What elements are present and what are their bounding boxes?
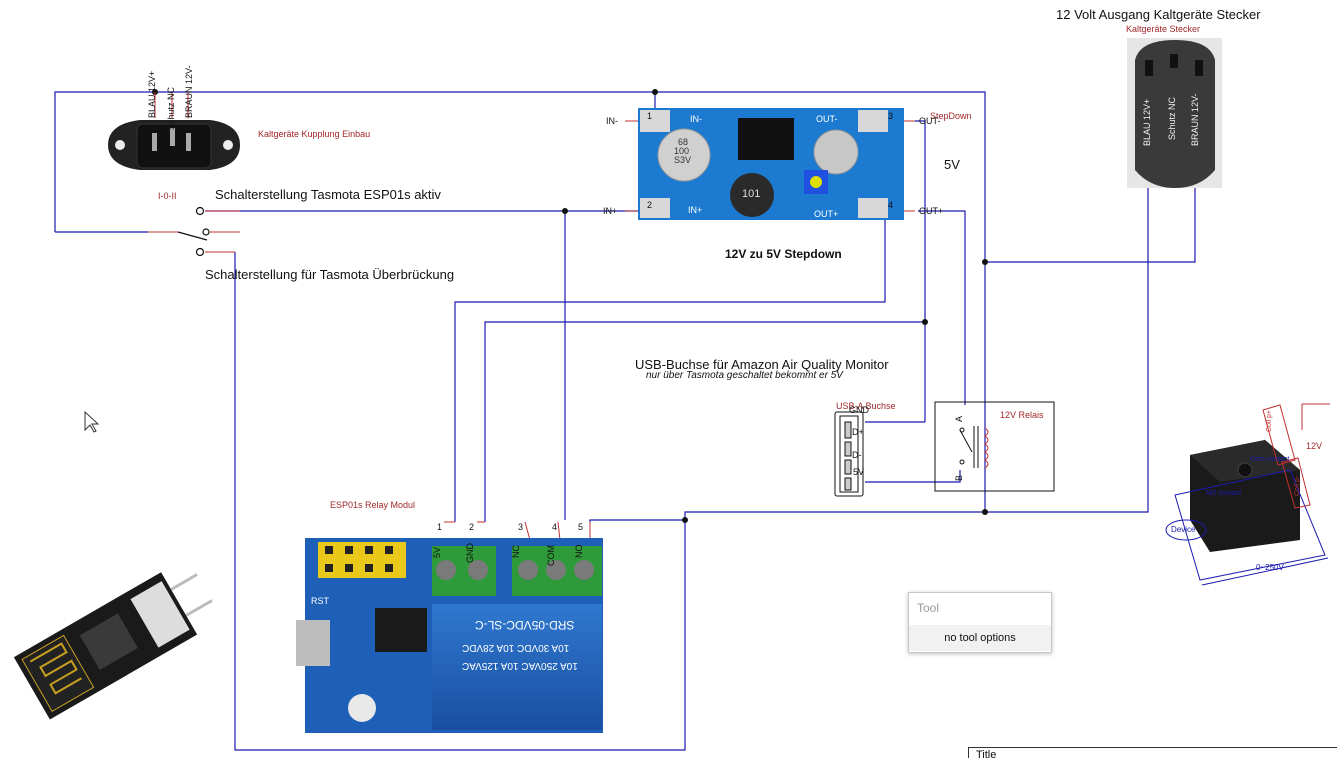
- stepdown-label: StepDown: [930, 111, 972, 121]
- usb-pin-dminus: D-: [852, 450, 862, 460]
- red-stubs: [148, 92, 1330, 541]
- esp-pin-num-4: 4: [552, 522, 558, 532]
- switch-symbol[interactable]: [177, 206, 210, 257]
- board-in-plus: IN+: [688, 205, 703, 215]
- esp-pin-name-5v: 5V: [432, 546, 442, 558]
- relay-label: 12V Relais: [1000, 410, 1044, 420]
- stepdown-title: 12V zu 5V Stepdown: [725, 247, 842, 261]
- stepdown-in-plus: IN+: [603, 206, 618, 216]
- relay-pin-a: A: [954, 415, 964, 422]
- relay-rating-2: 10A 30VDC 10A 28VDC: [462, 642, 570, 653]
- esp-pin-name-no: NO: [574, 544, 584, 559]
- switch-pos1-label: Schalterstellung Tasmota ESP01s aktiv: [215, 187, 441, 202]
- usb-a-socket[interactable]: [834, 411, 864, 497]
- esp-pin-num-1: 1: [437, 522, 443, 532]
- relay-photo-range: 0~250V: [1256, 563, 1284, 572]
- plug-pin-1: BLAU 12V+: [1142, 98, 1152, 146]
- esp-pin-num-2: 2: [469, 522, 475, 532]
- esp01-board-photo: [13, 572, 213, 720]
- inlet-pin-3: BRAUN 12V-: [184, 65, 194, 118]
- stepdown-in-minus: IN-: [606, 116, 618, 126]
- esp-rst-label: RST: [311, 596, 329, 606]
- plug-pin-2: Schutz NC: [1167, 96, 1177, 140]
- relay-photo-coil-minus: Coil p-: [1294, 475, 1301, 496]
- tool-option[interactable]: no tool options: [909, 625, 1051, 651]
- esp-pin-name-nc: NC: [511, 545, 521, 558]
- cap-text-2: 100: [674, 146, 690, 156]
- esp-label: ESP01s Relay Modul: [330, 500, 416, 510]
- stepdown-out-minus: OUT-: [919, 116, 941, 126]
- stepdown-pin-1: 1: [647, 111, 653, 121]
- inlet-label: Kaltgeräte Kupplung Einbau: [258, 129, 371, 139]
- esp01s-relay-module[interactable]: [296, 538, 603, 733]
- usb-pin-gnd: GND: [849, 405, 869, 415]
- usb-pin-dplus: D+: [852, 427, 864, 437]
- cap-text-3: S3V: [674, 155, 692, 165]
- relay-model: SRD-05VDC-SL-C: [475, 618, 575, 632]
- stepdown-pin-2: 2: [647, 200, 653, 210]
- esp-pin-num-5: 5: [578, 522, 584, 532]
- board-out-plus: OUT+: [814, 209, 839, 219]
- plug-pin-3: BRAUN 12V-: [1190, 93, 1200, 146]
- relay-photo-12v: 12V: [1306, 441, 1323, 451]
- wires: [54, 91, 1196, 751]
- switch-label: I-0-II: [158, 191, 177, 201]
- inlet-pin-2: Schutz NC: [166, 86, 176, 130]
- stepdown-module[interactable]: [638, 108, 904, 220]
- usb-label: USB-A Buchse: [836, 401, 896, 411]
- five-volt-label: 5V: [944, 157, 960, 172]
- relay-photo-coil-plus: Coil p+: [1266, 410, 1273, 432]
- relay-rating-1: 10A 250VAC 10A 125VAC: [462, 660, 578, 671]
- title-block-label: Title: [976, 749, 997, 761]
- stepdown-pin-3: 3: [888, 111, 894, 121]
- relay-photo-device: Device: [1171, 525, 1196, 534]
- mouse-cursor-icon: [84, 410, 100, 433]
- usb-title: USB-Buchse für Amazon Air Quality Monito…: [635, 357, 889, 372]
- tool-title: Tool: [917, 601, 940, 615]
- esp-pin-name-com: COM: [546, 545, 556, 566]
- stepdown-out-plus: OUT+: [919, 206, 944, 216]
- esp-pin-num-3: 3: [518, 522, 524, 532]
- output-title: 12 Volt Ausgang Kaltgeräte Stecker: [1056, 7, 1261, 22]
- relay-photo: [1165, 404, 1329, 586]
- tool-panel: Tool no tool options: [908, 592, 1052, 653]
- power-inlet[interactable]: [108, 120, 240, 170]
- junction-dots: [152, 89, 988, 523]
- title-block: [968, 747, 1337, 758]
- usb-subtitle: nur über Tasmota geschaltet bekommt er 5…: [646, 370, 843, 381]
- relay-pin-b: B: [954, 474, 964, 481]
- inlet-pin-1: BLAU 12V+: [147, 70, 157, 118]
- inductor-text: 101: [742, 188, 761, 200]
- switch-pos2-label: Schalterstellung für Tasmota Überbrückun…: [205, 267, 455, 282]
- usb-pin-5v: 5V: [853, 467, 865, 477]
- relay-photo-com: Com contact: [1250, 456, 1290, 463]
- relay-photo-nc: NO contact: [1206, 490, 1242, 497]
- board-out-minus: OUT-: [816, 114, 838, 124]
- esp-pin-name-gnd: GND: [465, 543, 475, 563]
- cap-text-1: 68: [678, 137, 689, 147]
- output-sub-label: Kaltgeräte Stecker: [1126, 24, 1201, 34]
- power-plug-photo: [1127, 38, 1222, 188]
- board-in-minus: IN-: [690, 114, 702, 124]
- stepdown-pin-4: 4: [888, 200, 894, 210]
- relay-symbol[interactable]: [934, 401, 1055, 492]
